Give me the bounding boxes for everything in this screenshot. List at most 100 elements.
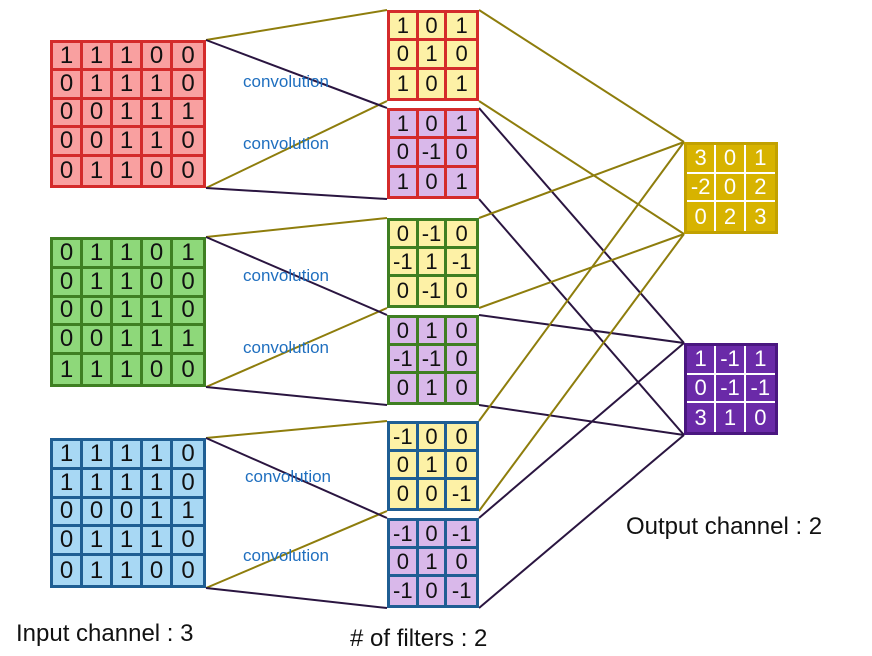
convolution-label-5: convolution	[245, 467, 332, 486]
matrix-cell: 0	[419, 167, 448, 196]
input-to-filter-line	[205, 236, 388, 316]
matrix-cell: 3	[754, 203, 767, 229]
matrix-cell: 1	[143, 297, 173, 327]
matrix-cell: -1	[716, 346, 746, 375]
matrix-cell: 0	[390, 221, 419, 249]
matrix-cell: 1	[745, 145, 775, 174]
input-to-filter-line	[205, 187, 388, 200]
matrix-cell: 0	[83, 99, 113, 129]
filter-to-output-line	[478, 233, 685, 309]
matrix-cell: 0	[687, 202, 717, 231]
matrix-cell: 1	[173, 499, 203, 528]
matrix-cell: 1	[53, 355, 83, 384]
input-channel-caption: Input channel : 3	[16, 620, 194, 647]
matrix-cell: 0	[143, 43, 173, 72]
matrix-cell: 1	[143, 498, 173, 528]
matrix-cell: 1	[113, 99, 143, 129]
convolution-label-2: convolution	[243, 134, 330, 153]
matrix-cell: 0	[83, 128, 113, 157]
filter-to-output-line	[478, 198, 685, 436]
input-to-filter-line	[205, 217, 388, 238]
matrix-cell: -1	[447, 521, 476, 549]
matrix-cell: 1	[83, 556, 113, 585]
matrix-cell: 0	[390, 277, 419, 305]
matrix-cell: -1	[419, 277, 448, 305]
matrix-cell: -1	[390, 249, 419, 277]
matrix-cell: 1	[143, 441, 173, 470]
matrix-cell: 1	[53, 469, 83, 499]
input-to-filter-line	[205, 510, 388, 589]
input-to-filter-line	[205, 437, 388, 519]
matrix-cell: 3	[687, 403, 717, 432]
matrix-cell: 1	[113, 355, 143, 384]
matrix-cell: 1	[113, 469, 143, 499]
matrix-cell: 1	[447, 111, 476, 140]
matrix-cell: 1	[143, 527, 173, 557]
matrix-cell: 0	[53, 556, 83, 585]
matrix-cell: 0	[143, 240, 173, 269]
matrix-cell: 1	[113, 326, 143, 356]
matrix-cell: 1	[83, 156, 113, 185]
matrix-cell: 1	[113, 268, 143, 298]
matrix-cell: 0	[447, 452, 476, 480]
matrix-cell: 0	[143, 268, 173, 298]
matrix-cell: 0	[173, 128, 203, 157]
matrix-cell: 0	[181, 556, 195, 584]
matrix-cell: 0	[143, 355, 173, 384]
matrix-cell: 0	[173, 527, 203, 557]
filter-to-output-line	[478, 314, 685, 344]
matrix-cell: 0	[419, 480, 448, 508]
matrix-cell: 2	[745, 174, 775, 203]
matrix-cell: -1	[418, 221, 448, 249]
convolution-label-4: convolution	[243, 338, 330, 357]
matrix-cell: 1	[83, 71, 113, 100]
matrix-cell: -1	[716, 374, 746, 404]
matrix-cell: 1	[83, 527, 113, 557]
matrix-cell: 0	[418, 424, 448, 452]
filter-count-caption: # of filters : 2	[350, 625, 488, 652]
input-to-filter-line	[205, 307, 388, 388]
matrix-cell: 1	[143, 128, 173, 157]
matrix-cell: 0	[390, 480, 419, 508]
matrix-cell: 0	[83, 297, 113, 327]
convolution-label-6: convolution	[243, 546, 330, 565]
matrix-cell: 1	[419, 374, 448, 402]
input-to-filter-line	[205, 9, 388, 41]
filter-to-output-line	[478, 141, 685, 219]
matrix-cell: -1	[390, 424, 419, 452]
matrix-cell: 1	[143, 99, 173, 129]
filter-to-output-line	[478, 434, 685, 609]
matrix-cell: 1	[687, 346, 717, 375]
matrix-cell: 0	[390, 318, 419, 346]
matrix-cell: 1	[53, 441, 83, 470]
filter-to-output-line	[478, 107, 685, 344]
matrix-cell: 1	[83, 355, 113, 384]
matrix-cell: 0	[687, 374, 717, 404]
matrix-cell: 1	[447, 13, 476, 42]
matrix-cell: 1	[143, 469, 173, 499]
filter-to-output-line	[478, 342, 685, 519]
matrix-cell: 1	[418, 249, 448, 277]
convolution-label-3: convolution	[243, 266, 330, 285]
matrix-cell: 0	[418, 521, 448, 549]
matrix-cell: 1	[83, 43, 113, 72]
matrix-cell: 1	[418, 549, 448, 577]
matrix-cell: -1	[390, 346, 419, 374]
matrix-cell: 0	[447, 221, 476, 249]
matrix-cell: 1	[745, 346, 775, 375]
matrix-cell: 0	[181, 355, 195, 383]
matrix-cell: 2	[716, 202, 746, 231]
matrix-cell: 0	[419, 69, 448, 98]
matrix-cell: 0	[390, 374, 419, 402]
matrix-cell: 1	[173, 100, 203, 129]
matrix-cell: 0	[173, 71, 203, 100]
matrix-cell: 0	[390, 139, 419, 168]
matrix-cell: 0	[53, 240, 83, 269]
matrix-cell: 0	[447, 346, 476, 374]
